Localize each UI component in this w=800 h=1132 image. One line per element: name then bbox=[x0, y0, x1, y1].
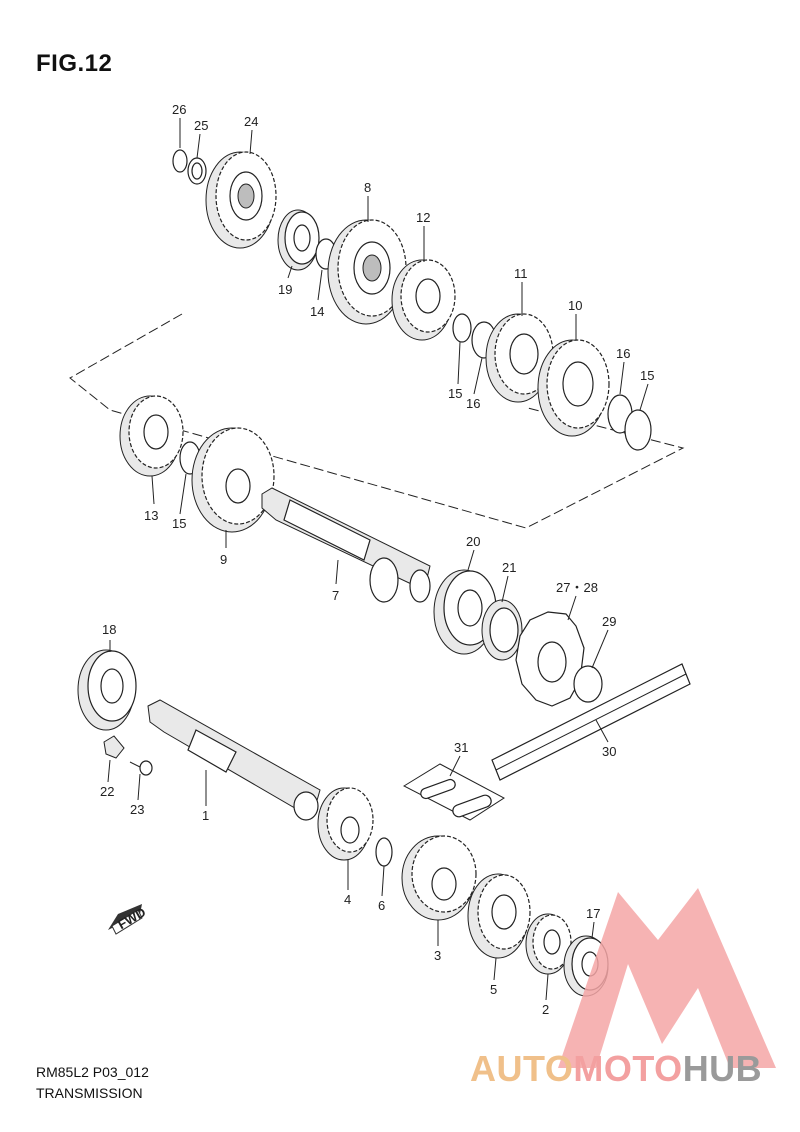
callout-17: 17 bbox=[586, 906, 600, 921]
gear-24 bbox=[205, 151, 277, 249]
gear-2 bbox=[525, 913, 572, 975]
callout-31: 31 bbox=[454, 740, 468, 755]
subassembly-frame bbox=[69, 313, 685, 529]
callout-23: 23 bbox=[130, 802, 144, 817]
oil-seal-21 bbox=[481, 599, 523, 661]
callout-7: 7 bbox=[332, 588, 339, 603]
callout-8: 8 bbox=[364, 180, 371, 195]
sprocket-27-28 bbox=[515, 611, 585, 707]
drive-chain-30 bbox=[491, 663, 691, 781]
callout-22: 22 bbox=[100, 784, 114, 799]
plate-22 bbox=[103, 735, 125, 759]
callout-6: 6 bbox=[378, 898, 385, 913]
circlip-6 bbox=[375, 837, 393, 867]
screw-23 bbox=[129, 760, 153, 776]
model-code: RM85L2 P03_012 bbox=[36, 1064, 149, 1080]
section-name: TRANSMISSION bbox=[36, 1085, 143, 1101]
callout-24: 24 bbox=[244, 114, 258, 129]
callout-9: 9 bbox=[220, 552, 227, 567]
callout-13: 13 bbox=[144, 508, 158, 523]
bearing-19 bbox=[277, 209, 320, 271]
logo-part-hub: HUB bbox=[682, 1048, 763, 1089]
callout-16-right: 16 bbox=[616, 346, 630, 361]
callout-2: 2 bbox=[542, 1002, 549, 1017]
callout-10: 10 bbox=[568, 298, 582, 313]
callout-30: 30 bbox=[602, 744, 616, 759]
callout-21: 21 bbox=[502, 560, 516, 575]
circlip-15-right bbox=[624, 409, 652, 451]
fwd-arrow-icon: FWD bbox=[108, 904, 148, 935]
callout-16-upper: 16 bbox=[466, 396, 480, 411]
callout-1: 1 bbox=[202, 808, 209, 823]
callout-11: 11 bbox=[514, 266, 528, 281]
callout-14: 14 bbox=[310, 304, 324, 319]
callout-20: 20 bbox=[466, 534, 480, 549]
circlip-26 bbox=[172, 149, 188, 173]
callout-15-left: 15 bbox=[172, 516, 186, 531]
gear-11 bbox=[485, 313, 554, 403]
callout-12: 12 bbox=[416, 210, 430, 225]
countershaft-7 bbox=[261, 487, 431, 603]
gear-4 bbox=[317, 787, 374, 861]
callout-19: 19 bbox=[278, 282, 292, 297]
callout-15-right: 15 bbox=[640, 368, 654, 383]
bearing-18 bbox=[77, 649, 137, 731]
automotohub-logo-icon bbox=[558, 888, 776, 1068]
gear-10 bbox=[537, 339, 610, 437]
gear-9 bbox=[191, 427, 275, 533]
chain-joint-31 bbox=[402, 763, 505, 821]
fwd-label: FWD bbox=[115, 904, 148, 932]
callout-15-upper: 15 bbox=[448, 386, 462, 401]
logo-part-moto: MOTO bbox=[573, 1048, 683, 1089]
callout-29: 29 bbox=[602, 614, 616, 629]
callout-18: 18 bbox=[102, 622, 116, 637]
circlip-29 bbox=[573, 665, 603, 703]
callout-25: 25 bbox=[194, 118, 208, 133]
gear-5 bbox=[467, 873, 531, 959]
callout-3: 3 bbox=[434, 948, 441, 963]
main-shaft-1 bbox=[147, 699, 321, 821]
gear-13 bbox=[119, 395, 184, 477]
leader-lines bbox=[107, 118, 649, 1001]
logo-part-auto: AUTO bbox=[470, 1048, 574, 1089]
figure-title: FIG.12 bbox=[36, 50, 113, 77]
gear-12 bbox=[391, 259, 456, 341]
callout-27-28: 27・28 bbox=[556, 580, 598, 595]
callout-26: 26 bbox=[172, 102, 186, 117]
callout-5: 5 bbox=[490, 982, 497, 997]
callout-4: 4 bbox=[344, 892, 351, 907]
circlip-15-upper bbox=[452, 313, 472, 343]
watermark-text: AUTOMOTOHUB bbox=[470, 1048, 762, 1090]
gear-3 bbox=[401, 835, 477, 921]
